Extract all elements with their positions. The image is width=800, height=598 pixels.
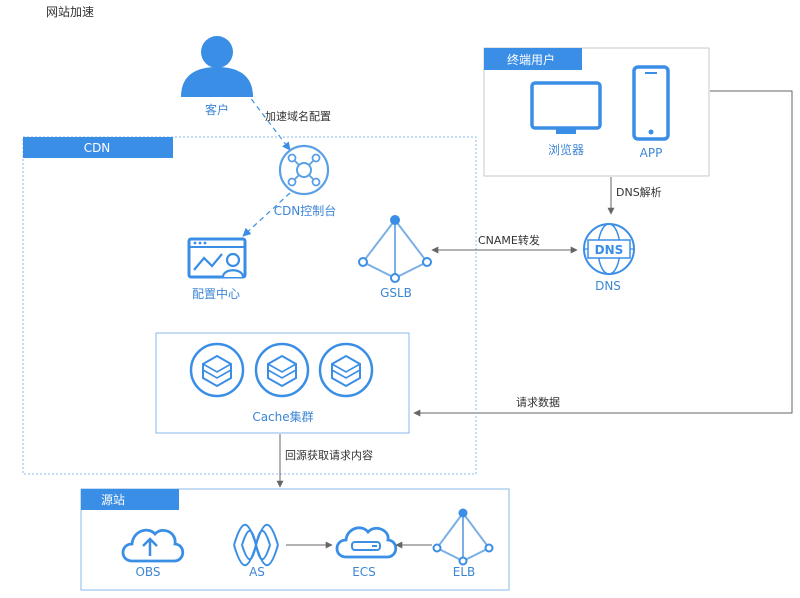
cdn-title: CDN	[84, 141, 111, 155]
edge-label-cname-forward: CNAME转发	[478, 233, 540, 247]
monitor-icon	[530, 81, 602, 134]
ecs-label: ECS	[352, 565, 376, 579]
obs-label: OBS	[135, 565, 160, 579]
cdn-header	[23, 137, 173, 158]
edge-label-accel-domain-config: 加速域名配置	[265, 109, 331, 123]
cache-node-icon	[254, 342, 310, 398]
ecs-icon	[335, 526, 398, 559]
edge-label-request-data: 请求数据	[516, 395, 560, 409]
gslb-label: GSLB	[380, 286, 412, 300]
origin-title: 源站	[101, 493, 125, 507]
origin-header	[81, 489, 179, 510]
cdn-console-label: CDN控制台	[274, 203, 337, 218]
end-users-header	[484, 48, 582, 70]
end-users-box	[483, 47, 710, 177]
edge-label-dns-resolve: DNS解析	[616, 185, 662, 199]
page-title: 网站加速	[46, 5, 94, 19]
elb-icon	[432, 508, 494, 566]
gslb-icon	[358, 215, 432, 283]
edge-users-to-cache	[413, 90, 793, 417]
config-center-label: 配置中心	[192, 286, 240, 301]
cdn-box	[22, 136, 477, 475]
edge-label-back-to-origin: 回源获取请求内容	[285, 448, 373, 462]
cache-node-icon	[189, 342, 245, 398]
cache-node-icon	[318, 342, 374, 398]
auto-scaling-icon	[233, 523, 279, 567]
edge-console-to-config	[242, 192, 291, 237]
phone-icon	[632, 65, 670, 141]
customer-icon	[181, 36, 253, 97]
cdn-console-icon	[278, 144, 330, 196]
end-users-title: 终端用户	[507, 52, 555, 67]
cloud-upload-icon	[121, 528, 185, 563]
elb-label: ELB	[453, 565, 476, 579]
dns-label: DNS	[595, 279, 621, 293]
config-center-icon	[187, 237, 247, 279]
app-label: APP	[640, 146, 663, 160]
browser-label: 浏览器	[548, 142, 584, 157]
as-label: AS	[249, 565, 265, 579]
customer-label: 客户	[205, 102, 229, 117]
origin-box	[80, 488, 510, 591]
cache-cluster-box	[155, 332, 410, 434]
dns-icon: DNS	[583, 223, 635, 275]
cache-cluster-label: Cache集群	[252, 409, 313, 424]
edge-customer-to-console	[245, 91, 291, 151]
svg-text:DNS: DNS	[595, 243, 624, 257]
